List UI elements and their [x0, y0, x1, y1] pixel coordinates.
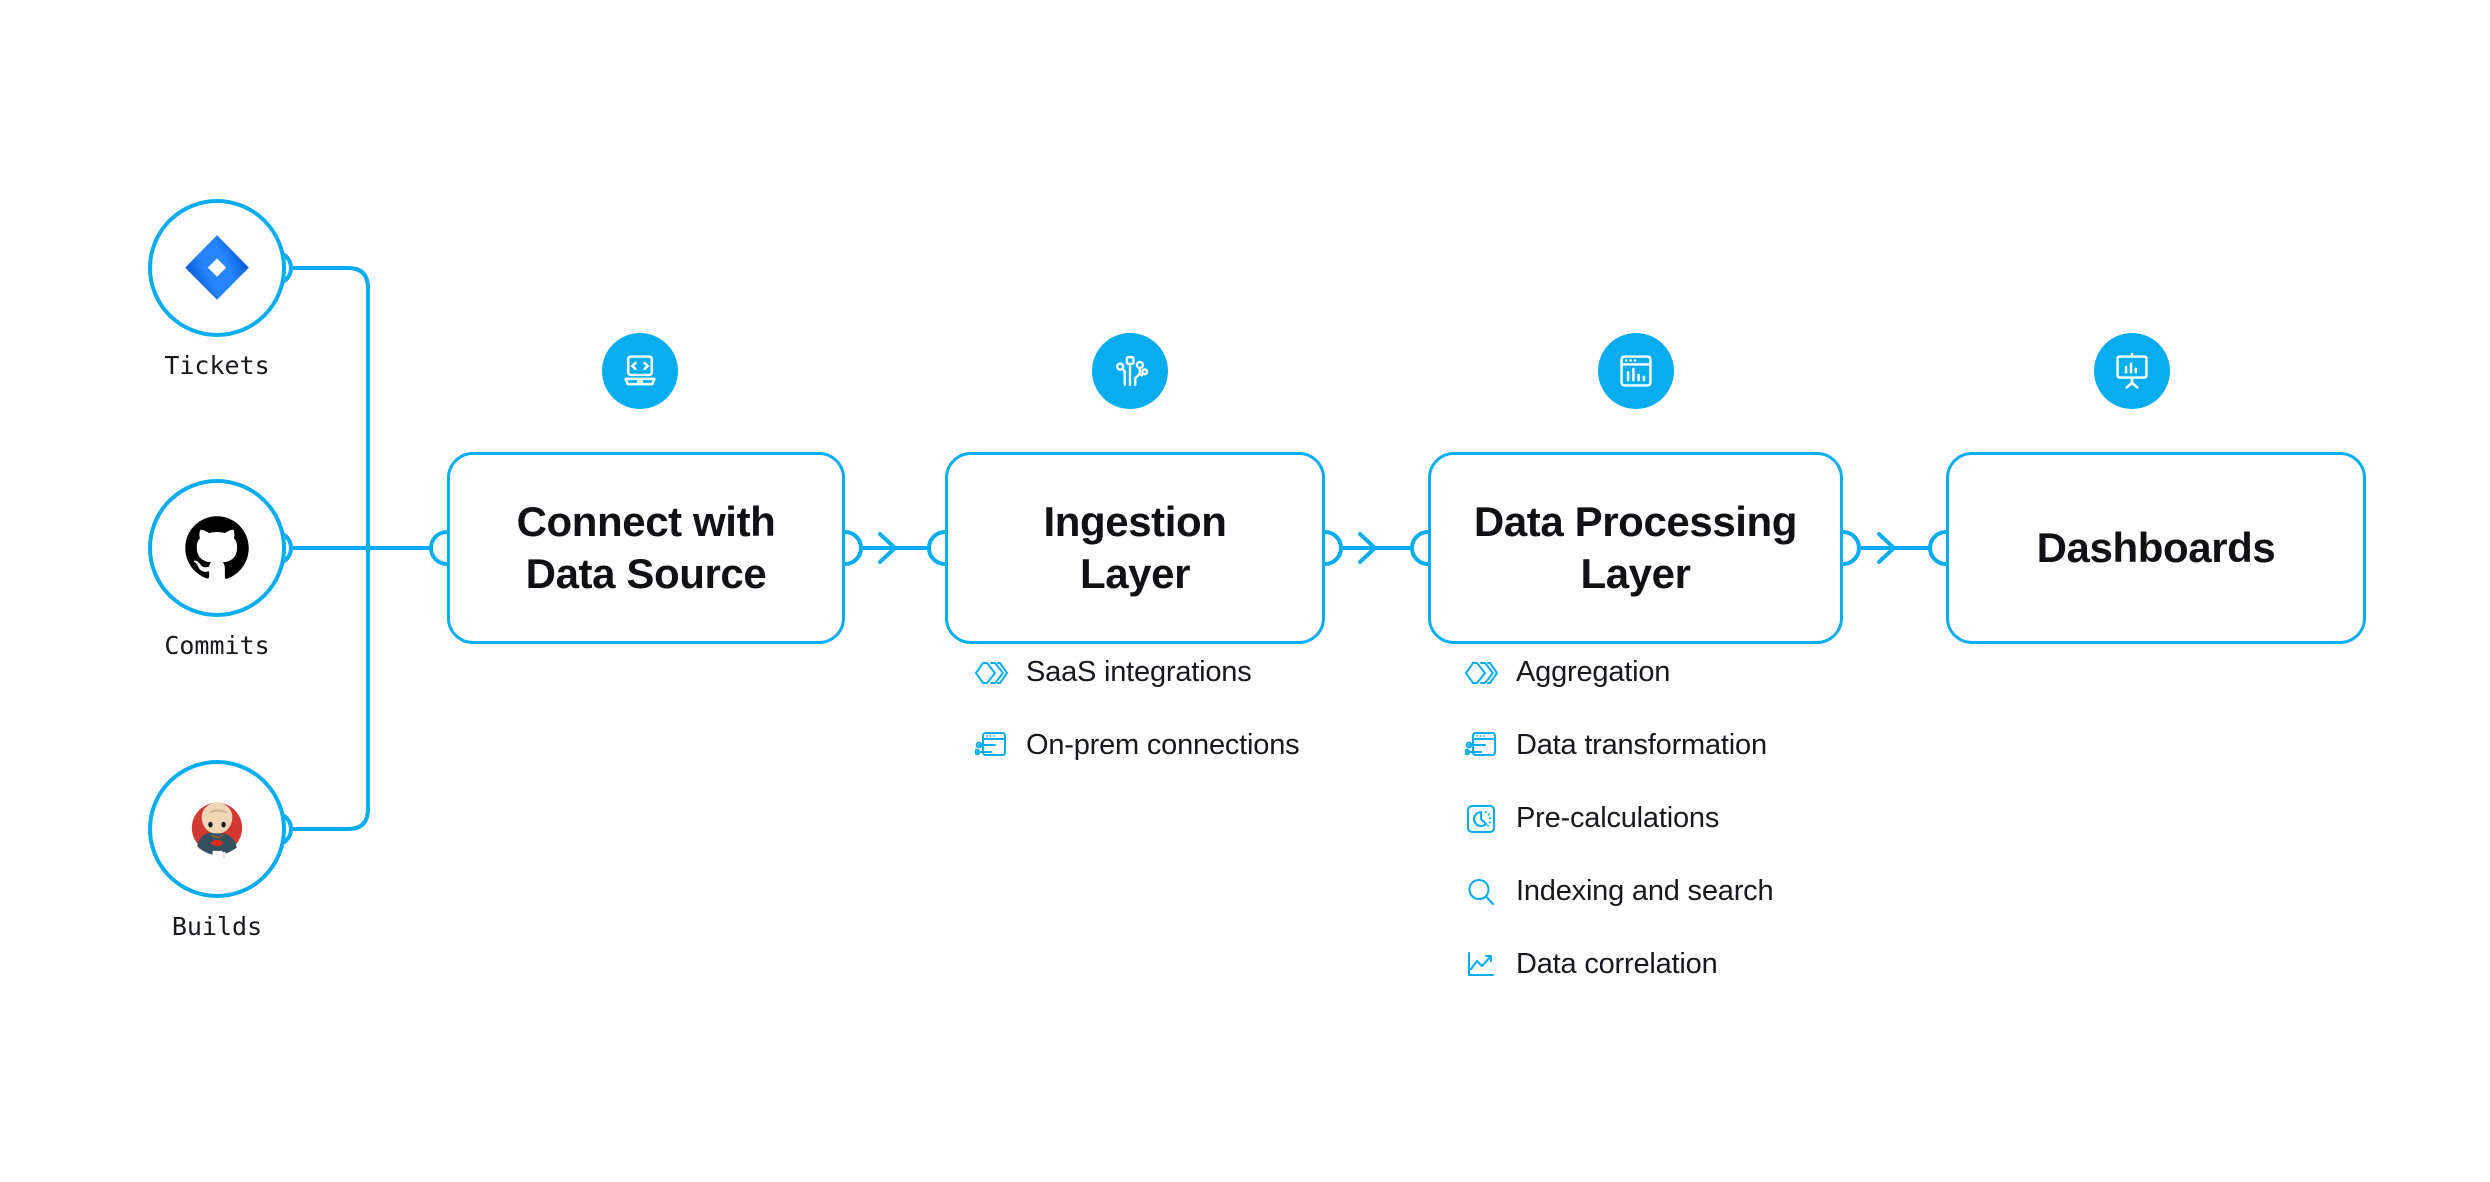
source-ring [148, 760, 286, 898]
list-item[interactable]: Indexing and search [1462, 855, 1774, 928]
source-label-commits: Commits [164, 631, 270, 660]
source-label-builds: Builds [171, 912, 263, 941]
list-item[interactable]: Aggregation [1462, 636, 1773, 709]
arrow-right-icon [878, 532, 898, 564]
list-item-label: Pre-calculations [1516, 802, 1720, 834]
list-item[interactable]: On-prem connections [972, 709, 1300, 782]
gauge-square-icon [1462, 800, 1500, 838]
line-chart-icon [1462, 946, 1500, 984]
chevrons-stack-icon [972, 654, 1010, 692]
source-label-tickets: Tickets [164, 351, 270, 380]
stage-box-connect[interactable]: Connect with Data Source [447, 452, 845, 644]
bullet-list-processing: Aggregation Data tran [1462, 636, 1774, 1001]
list-item[interactable]: Data correlation [1462, 928, 1773, 1001]
list-item-label: Data transformation [1516, 729, 1767, 761]
jira-logo [185, 235, 249, 300]
stage-title-dashboards: Dashboards [2036, 523, 2276, 571]
bullet-list-ingestion: SaaS integrations On- [972, 636, 1300, 782]
wire-builds [290, 558, 370, 831]
list-item[interactable]: Data transformation [1462, 709, 1773, 782]
list-item[interactable]: Pre-calculations [1462, 782, 1773, 855]
stage-title-ingestion: Ingestion Layer [1043, 497, 1227, 598]
server-window-icon [1462, 727, 1500, 765]
stage-title-processing: Data Processing Layer [1473, 497, 1798, 598]
list-item-label: SaaS integrations [1026, 656, 1252, 688]
jenkins-logo [191, 802, 243, 862]
source-node-builds[interactable]: Builds [148, 760, 286, 941]
server-window-icon [972, 727, 1010, 765]
circuit-integration-icon [1092, 333, 1168, 409]
stage-box-dashboards[interactable]: Dashboards [1946, 452, 2366, 644]
source-node-commits[interactable]: Commits [148, 479, 286, 660]
list-item-label: Data correlation [1516, 948, 1718, 980]
source-ring [148, 199, 286, 337]
presentation-chart-icon [2094, 333, 2170, 409]
magnifier-icon [1462, 873, 1500, 911]
stage-title-connect: Connect with Data Source [516, 497, 776, 598]
source-ring [148, 479, 286, 617]
arrow-right-icon [1358, 532, 1378, 564]
window-barchart-icon [1598, 333, 1674, 409]
chevrons-stack-icon [1462, 654, 1500, 692]
wire-tickets [290, 266, 370, 532]
list-item-label: On-prem connections [1026, 729, 1300, 761]
laptop-code-icon [602, 333, 678, 409]
list-item-label: Indexing and search [1516, 875, 1774, 907]
github-logo [185, 516, 249, 579]
list-item[interactable]: SaaS integrations [972, 636, 1299, 709]
stage-box-processing[interactable]: Data Processing Layer [1428, 452, 1843, 644]
list-item-label: Aggregation [1516, 656, 1671, 688]
source-node-tickets[interactable]: Tickets [148, 199, 286, 380]
stage-box-ingestion[interactable]: Ingestion Layer [945, 452, 1325, 644]
arrow-right-icon [1877, 532, 1897, 564]
